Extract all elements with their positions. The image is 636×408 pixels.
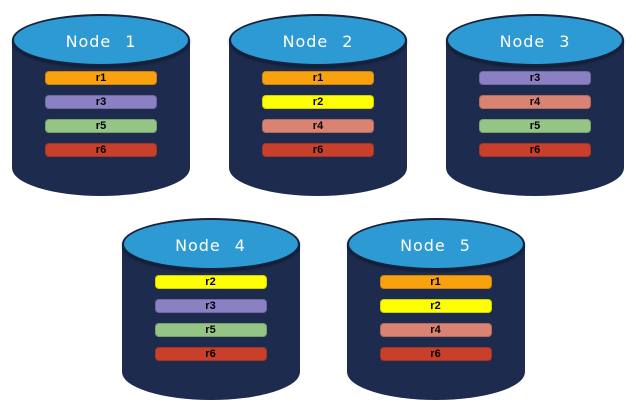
replica-label: r1 [430,276,441,288]
node-1-cylinder: r1 r3 r5 r6 Node 1 [12,14,190,196]
replica-label: r3 [529,72,541,84]
replica-bar-r3: r3 [154,299,267,313]
replica-bar-r1: r1 [45,71,157,85]
replica-label: r6 [312,144,324,156]
replica-label: r4 [312,120,324,132]
replica-label: r3 [205,300,216,312]
replica-bar-list: r1 r3 r5 r6 [12,71,190,157]
replica-label: r2 [430,300,441,312]
node-label: Node 2 [282,32,354,51]
replica-bar-r1: r1 [262,71,374,85]
replica-bar-list: r1 r2 r4 r6 [347,275,525,361]
replica-bar-r6: r6 [479,143,591,157]
node-row-bottom: r2 r3 r5 r6 Node 4 r1 r2 r4 r6 Node 5 [5,218,636,400]
replica-label: r6 [95,144,107,156]
replica-label: r6 [430,348,441,360]
replica-bar-list: r2 r3 r5 r6 [122,275,300,361]
replica-bar-r2: r2 [262,95,374,109]
replica-bar-r5: r5 [154,323,267,337]
replica-bar-r4: r4 [379,323,492,337]
node-label: Node 3 [499,32,571,51]
replica-label: r1 [312,72,324,84]
node-3-cylinder: r3 r4 r5 r6 Node 3 [446,14,624,196]
replica-bar-list: r3 r4 r5 r6 [446,71,624,157]
node-label: Node 1 [65,32,137,51]
node-2-cylinder: r1 r2 r4 r6 Node 2 [229,14,407,196]
replica-label: r1 [95,72,107,84]
node-5-cylinder: r1 r2 r4 r6 Node 5 [346,218,525,400]
node-top-ellipse: Node 2 [229,14,407,66]
replica-label: r6 [529,144,541,156]
replica-bar-r2: r2 [154,275,267,289]
replica-label: r4 [430,324,441,336]
replica-bar-r5: r5 [45,119,157,133]
replica-bar-r3: r3 [479,71,591,85]
node-top-ellipse: Node 5 [346,218,525,270]
replica-label: r2 [312,96,324,108]
replica-bar-r6: r6 [379,347,492,361]
replica-label: r3 [95,96,107,108]
node-row-top: r1 r3 r5 r6 Node 1 r1 r2 r4 r6 Node 2 r3 [12,14,624,196]
replica-label: r5 [205,324,216,336]
node-label: Node 4 [175,236,246,255]
replica-bar-r6: r6 [154,347,267,361]
replica-bar-r4: r4 [262,119,374,133]
replica-label: r5 [95,120,107,132]
replica-label: r5 [529,120,541,132]
replica-bar-r6: r6 [262,143,374,157]
replica-label: r6 [205,348,216,360]
node-top-ellipse: Node 3 [446,14,624,66]
replica-bar-r2: r2 [379,299,492,313]
replica-bar-r3: r3 [45,95,157,109]
node-top-ellipse: Node 4 [121,218,300,270]
node-4-cylinder: r2 r3 r5 r6 Node 4 [121,218,300,400]
replica-label: r4 [529,96,541,108]
replica-bar-r4: r4 [479,95,591,109]
replica-bar-list: r1 r2 r4 r6 [229,71,407,157]
node-label: Node 5 [400,236,471,255]
node-top-ellipse: Node 1 [12,14,190,66]
replica-label: r2 [205,276,216,288]
replica-bar-r6: r6 [45,143,157,157]
replica-bar-r1: r1 [379,275,492,289]
replica-bar-r5: r5 [479,119,591,133]
